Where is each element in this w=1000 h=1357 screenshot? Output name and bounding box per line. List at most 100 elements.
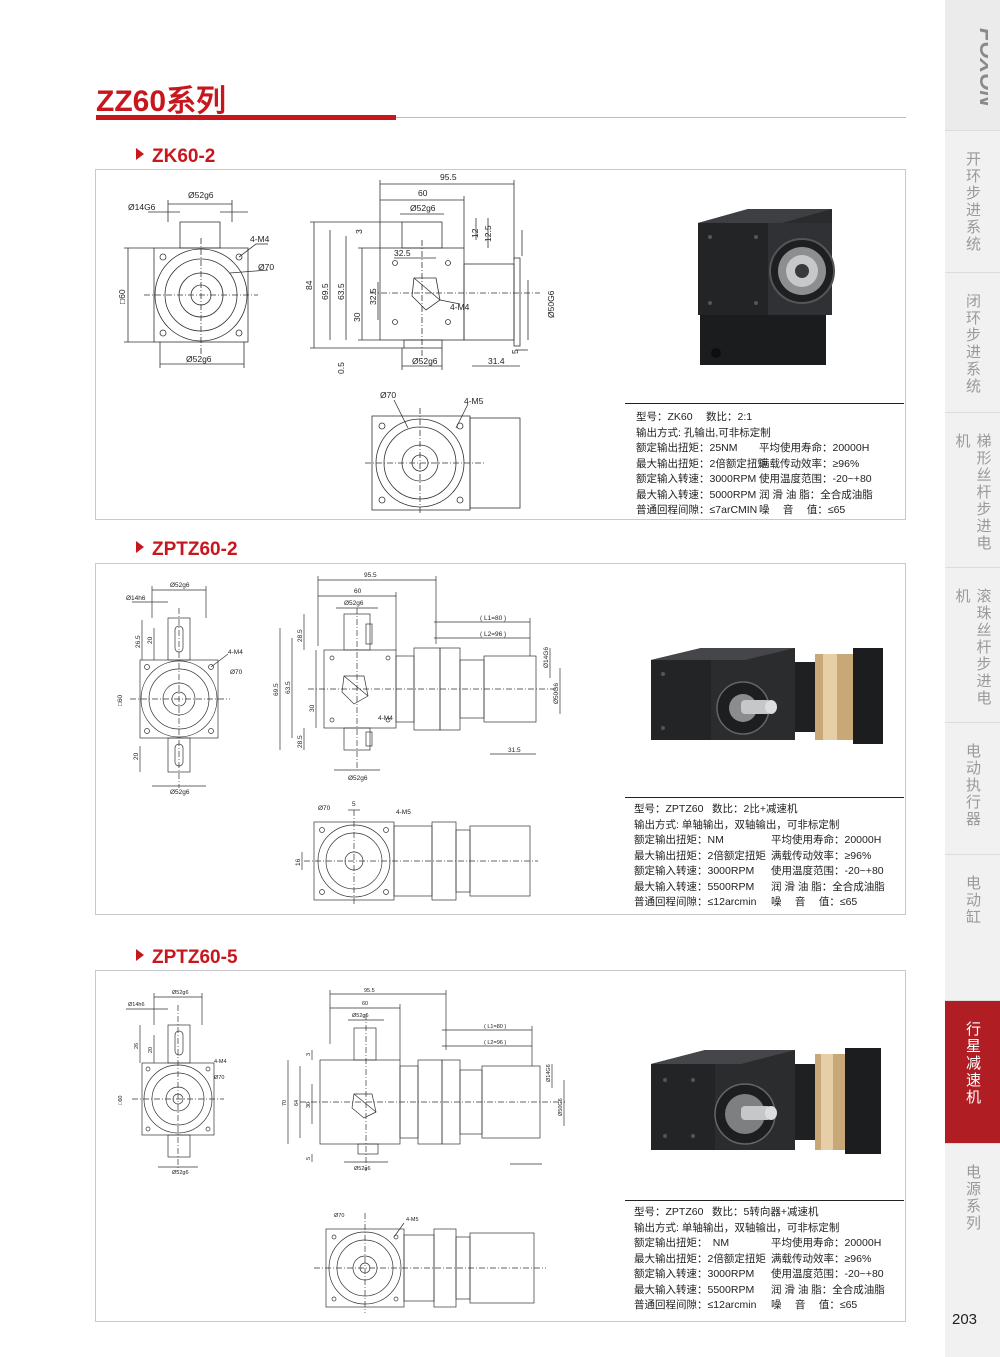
- triangle-bullet-icon: [136, 148, 144, 160]
- dim-label: 3: [306, 1053, 312, 1056]
- spec-cell: 输出方式: 单轴输出，双轴输出，可非标定制: [634, 818, 840, 831]
- zptz60-5-bottom-view-drawing: Ø70 4-M5: [314, 1213, 546, 1313]
- zptz60-2-side-view-drawing: 95.5 60 Ø52g6 ( L1=80 ) ( L2=96 ) Ø14G6 …: [273, 572, 561, 782]
- dim-label: Ø14h6: [128, 1002, 145, 1008]
- spec-cell: 额定输出扭矩：25NM: [636, 442, 738, 454]
- dim-label: 69.5: [273, 683, 280, 696]
- dim-label: 30: [309, 704, 316, 712]
- dim-label: 28.5: [297, 735, 304, 748]
- sidebar-item-power-supply[interactable]: 电源系列: [945, 1143, 1000, 1294]
- dim-label: Ø52g6: [170, 582, 190, 589]
- spec-cell: 最大输出扭矩：2倍额定扭矩: [634, 849, 766, 862]
- dim-label: Ø14h6: [126, 595, 146, 602]
- dim-label: 4-M4: [250, 234, 270, 244]
- title-rule: [96, 115, 396, 120]
- dim-label: Ø52g6: [170, 789, 190, 796]
- dim-label: Ø14G6: [543, 647, 550, 668]
- product-heading-zptz60-5: ZPTZ60-5: [136, 947, 238, 969]
- spec-cell: 普通回程间隙：≤12arcmin: [634, 896, 757, 908]
- spec-cell: 平均使用寿命：20000H: [771, 1237, 882, 1249]
- dim-label: 3: [354, 229, 364, 234]
- dim-label: 20: [148, 1047, 154, 1053]
- spec-cell: 平均使用寿命：20000H: [771, 834, 882, 846]
- spec-cell: 润 滑 油 脂：全合成油脂: [759, 488, 873, 501]
- triangle-bullet-icon: [136, 949, 144, 961]
- dim-label: Ø52g6: [188, 190, 214, 200]
- dim-label: 4-M5: [406, 1217, 419, 1223]
- sidebar-item-label: 电源系列: [964, 1164, 981, 1232]
- product-name: ZPTZ60-5: [152, 947, 238, 968]
- product-heading-zptz60-2: ZPTZ60-2: [136, 539, 238, 561]
- dim-label: 28.5: [297, 629, 304, 642]
- spec-cell: 数比：2:1: [706, 411, 753, 423]
- zk60-front-view-drawing: Ø52g6 Ø14G6 4-M4 Ø70 □60 Ø52g6: [117, 190, 274, 368]
- dim-label: 60: [418, 188, 428, 198]
- spec-cell: 型号：ZPTZ60: [634, 1206, 704, 1218]
- spec-rule: [625, 797, 904, 798]
- spec-cell: 平均使用寿命：20000H: [759, 442, 870, 454]
- dim-label: 5: [306, 1157, 312, 1160]
- dim-label: 26: [134, 1043, 140, 1049]
- dim-label: Ø14G6: [546, 1064, 552, 1082]
- dim-label: Ø14G6: [128, 202, 156, 212]
- dim-label: □60: [118, 1096, 124, 1105]
- dim-label: ( L2=96 ): [480, 631, 506, 638]
- dim-label: Ø50G6: [558, 1098, 564, 1116]
- title-divider: [396, 117, 906, 118]
- dim-label: Ø52g6: [412, 356, 438, 366]
- spec-cell: 额定输出扭矩：NM: [634, 834, 724, 846]
- spec-cell: 数比：5转向器+减速机: [712, 1206, 819, 1218]
- zptz60-2-bottom-view-drawing: Ø70 5 4-M5 16: [295, 801, 538, 904]
- dim-label: □60: [117, 289, 127, 304]
- dim-label: 95.5: [440, 172, 457, 182]
- product-name: ZPTZ60-2: [152, 539, 238, 560]
- sidebar-item-label: 行星减速机: [964, 1021, 981, 1106]
- spec-cell: 最大输入转速：5000RPM: [636, 488, 757, 501]
- sidebar-item-open-loop-stepper[interactable]: 开环步进系统: [945, 130, 1000, 273]
- dim-label: Ø70: [380, 390, 396, 400]
- zptz60-5-side-view-drawing: 95.5 60 Ø52g6 ( L1=80 ) ( L2=96 ) Ø14G6 …: [282, 988, 565, 1172]
- dim-label: 32.5: [368, 288, 378, 305]
- sidebar-item-trapezoidal-screw-stepper[interactable]: 梯形丝杆步进电机: [945, 412, 1000, 568]
- spec-cell: 最大输出扭矩：2倍额定扭矩: [636, 457, 768, 470]
- dim-label: 64: [294, 1100, 300, 1106]
- brand-logo: FOXON: [945, 0, 1000, 130]
- dim-label: Ø52g6: [344, 600, 364, 607]
- sidebar-item-planetary-reducer[interactable]: 行星减速机: [945, 1000, 1000, 1144]
- dim-label: 32.5: [394, 248, 411, 258]
- triangle-bullet-icon: [136, 541, 144, 553]
- spec-cell: 额定输入转速：3000RPM: [634, 1268, 755, 1280]
- zptz60-5-product-photo: [651, 1048, 881, 1154]
- spec-cell: 输出方式: 单轴输出，双轴输出，可非标定制: [634, 1221, 840, 1234]
- spec-cell: 噪 音 值：≤65: [771, 896, 858, 908]
- sidebar-item-label: 电动执行器: [964, 743, 981, 828]
- dim-label: Ø50G6: [546, 290, 556, 318]
- zk60-product-photo: [698, 209, 835, 365]
- spec-cell: 普通回程间隙：≤7arCMIN: [636, 504, 758, 516]
- dim-label: 95.5: [364, 988, 375, 994]
- spec-cell: 润 滑 油 脂：全合成油脂: [771, 1283, 885, 1296]
- logo-text: FOXON: [975, 28, 988, 107]
- zptz60-2-product-photo: [651, 648, 883, 744]
- spec-cell: 型号：ZK60: [636, 411, 693, 423]
- spec-cell: 普通回程间隙：≤12arcmin: [634, 1299, 757, 1311]
- dim-label: 26.5: [135, 635, 142, 648]
- dim-label: 5: [352, 801, 356, 808]
- dim-label: 30: [352, 312, 362, 322]
- spec-cell: 额定输出扭矩： NM: [634, 1237, 730, 1249]
- sidebar-item-closed-loop-stepper[interactable]: 闭环步进系统: [945, 272, 1000, 413]
- spec-cell: 型号：ZPTZ60: [634, 803, 704, 815]
- dim-label: 31.5: [508, 747, 521, 754]
- dim-label: Ø52g6: [348, 775, 368, 782]
- spec-cell: 额定输入转速：3000RPM: [634, 865, 755, 877]
- product-heading-zk60-2: ZK60-2: [136, 146, 215, 168]
- sidebar-item-electric-cylinder[interactable]: 电动缸: [945, 854, 1000, 1001]
- sidebar-item-electric-actuator[interactable]: 电动执行器: [945, 722, 1000, 855]
- sidebar-item-label: 滚珠丝杆步进电机: [953, 588, 992, 707]
- spec-rule: [625, 403, 904, 404]
- sidebar-item-ball-screw-stepper[interactable]: 滚珠丝杆步进电机: [945, 567, 1000, 723]
- zptz60-5-front-view-drawing: Ø52g6 Ø14h6 4-M4 Ø70 □60 26 20 Ø52g6: [118, 990, 227, 1175]
- zk60-bottom-view-drawing: Ø70 4-M5: [365, 390, 521, 513]
